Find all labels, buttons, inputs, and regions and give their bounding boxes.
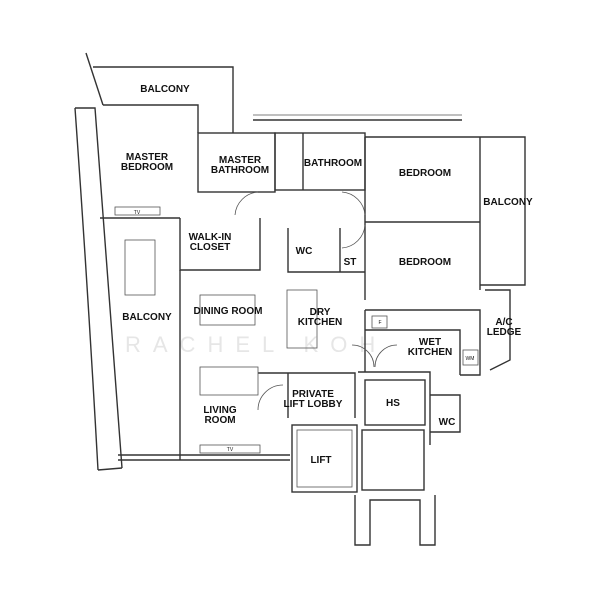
room-bedroom-2: BEDROOM — [399, 257, 451, 268]
room-hs: HS — [386, 398, 400, 409]
room-wet-kitchen-line2: KITCHEN — [408, 347, 452, 358]
room-walk-in-closet-line2: CLOSET — [190, 242, 231, 253]
room-private-lift-lobby-line2: LIFT LOBBY — [284, 399, 343, 410]
fridge-label: F — [378, 320, 381, 326]
room-labels: BALCONY MASTER BEDROOM MASTER BATHROOM B… — [121, 84, 533, 466]
room-private-lift-lobby-line1: PRIVATE — [292, 389, 334, 400]
tv-label: TV — [134, 210, 141, 216]
room-living-room-line1: LIVING — [203, 405, 237, 416]
room-wet-kitchen-line1: WET — [419, 337, 441, 348]
room-ac-ledge-line2: LEDGE — [487, 327, 522, 338]
room-dining-room: DINING ROOM — [194, 306, 263, 317]
washer-label: WM — [466, 356, 475, 362]
room-ac-ledge-line1: A/C — [495, 317, 512, 328]
room-master-bathroom-line1: MASTER — [219, 155, 262, 166]
room-st: ST — [344, 257, 357, 268]
fixture-labels: TV TV F WM — [134, 210, 479, 453]
tv-label: TV — [227, 447, 234, 453]
room-bathroom: BATHROOM — [304, 158, 362, 169]
room-wc-1: WC — [296, 246, 313, 257]
room-balcony-right: BALCONY — [483, 197, 533, 208]
room-master-bedroom-line1: MASTER — [126, 152, 169, 163]
room-master-bedroom-line2: BEDROOM — [121, 162, 173, 173]
room-bedroom-1: BEDROOM — [399, 168, 451, 179]
room-balcony-left: BALCONY — [122, 312, 172, 323]
room-living-room-line2: ROOM — [204, 415, 235, 426]
room-balcony-top: BALCONY — [140, 84, 190, 95]
walls — [74, 52, 526, 546]
room-walk-in-closet-line1: WALK-IN — [189, 232, 232, 243]
room-dry-kitchen-line2: KITCHEN — [298, 317, 342, 328]
room-master-bathroom-line2: BATHROOM — [211, 165, 269, 176]
watermark: RACHEL KOH — [125, 332, 387, 357]
room-lift: LIFT — [310, 455, 331, 466]
room-dry-kitchen-line1: DRY — [310, 307, 331, 318]
room-wc-2: WC — [439, 417, 456, 428]
